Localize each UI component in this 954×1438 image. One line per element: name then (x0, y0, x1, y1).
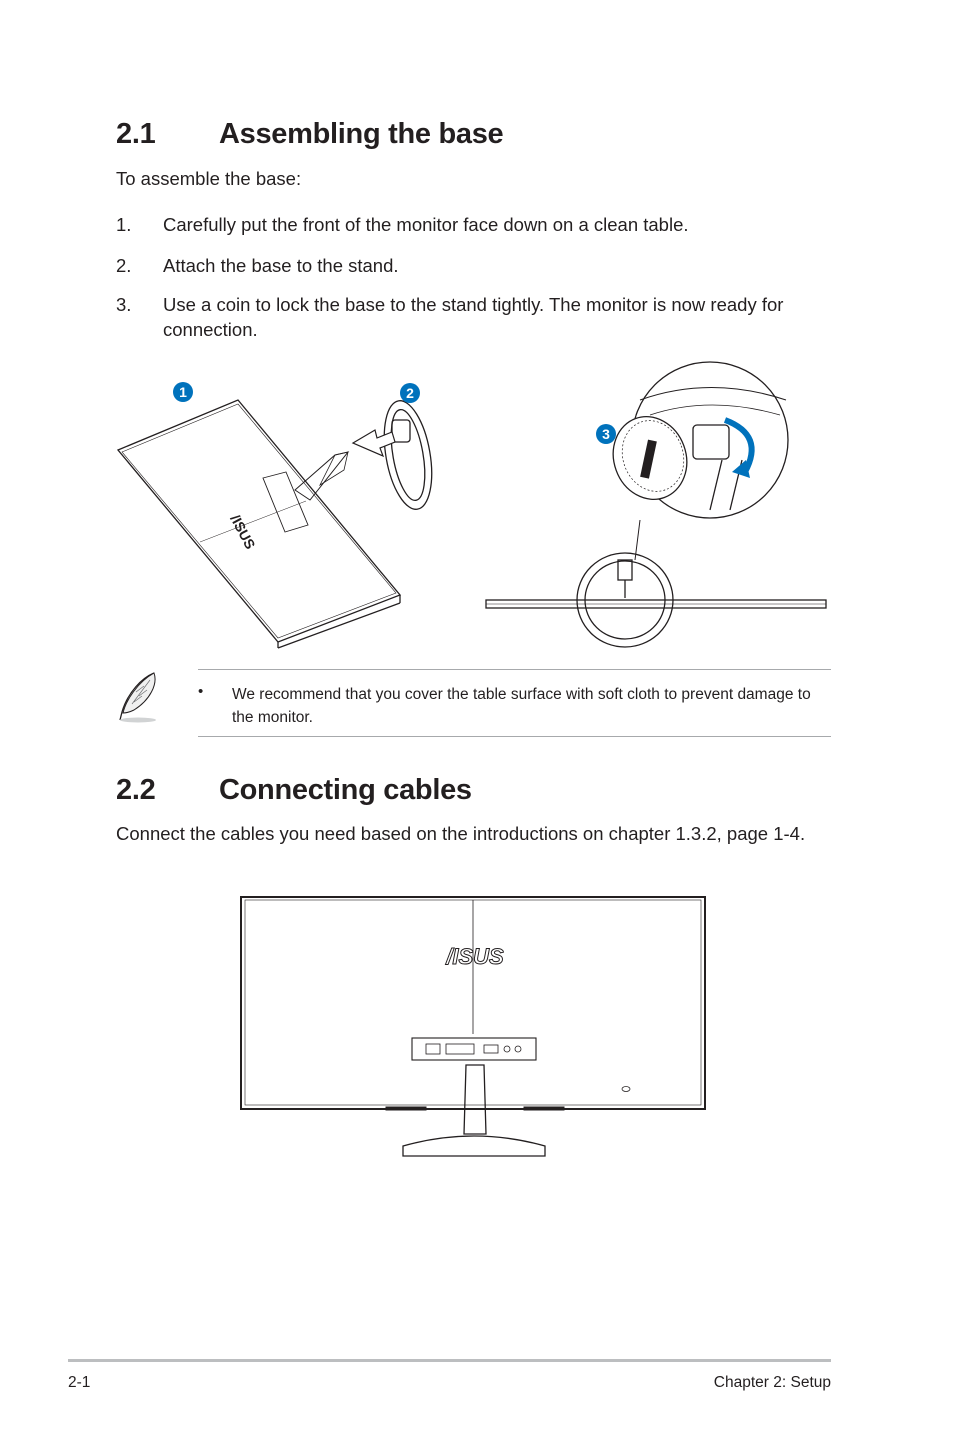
callout-2-label: 2 (406, 385, 414, 401)
note-text: We recommend that you cover the table su… (232, 686, 811, 726)
callout-2-icon: 2 (400, 383, 420, 403)
callout-3-label: 3 (602, 426, 610, 442)
note-top-rule (198, 669, 831, 670)
feather-icon (119, 672, 156, 723)
section-number: 2.1 (116, 118, 156, 150)
chapter-label: Chapter 2: Setup (713, 1374, 831, 1391)
footer-rule (68, 1359, 831, 1362)
rotate-arrow-icon (723, 417, 755, 474)
section-number: 2.2 (116, 774, 156, 806)
callout-1-label: 1 (179, 384, 187, 400)
section-title: Assembling the base (219, 118, 504, 150)
section-body-text: Connect the cables you need based on the… (116, 823, 806, 844)
note-bullet: • (198, 683, 204, 700)
base-ring-drawing (383, 400, 433, 510)
callout-1-icon: 1 (173, 382, 193, 402)
monitor-face-down-drawing (116, 399, 402, 649)
section-title: Connecting cables (219, 774, 472, 806)
step-text: Use a coin to lock the base to the stand… (163, 294, 784, 340)
section-heading-2-1: 2.1 Assembling the base (116, 118, 816, 154)
note-bottom-rule (198, 736, 831, 737)
step-text: Carefully put the front of the monitor f… (163, 214, 689, 235)
section-heading-2-2: 2.2 Connecting cables (116, 774, 816, 810)
asus-logo-mark: /ISUS (227, 512, 258, 552)
monitor-side-view-drawing (485, 552, 827, 648)
asus-logo: /ISUS (445, 944, 504, 969)
step-text: Attach the base to the stand. (163, 255, 399, 276)
step-number: 2. (116, 255, 132, 276)
page-number: 2-1 (68, 1374, 91, 1391)
monitor-back-illustration: /ISUS (240, 896, 706, 1157)
coin-drawing (612, 416, 688, 500)
callout-3-icon: 3 (596, 424, 616, 444)
step-number: 1. (116, 214, 132, 235)
step-number: 3. (116, 294, 132, 315)
intro-text: To assemble the base: (116, 168, 302, 189)
insert-arrow-icon (351, 429, 396, 458)
assembly-illustration: /ISUS 1 2 3 (116, 361, 827, 649)
